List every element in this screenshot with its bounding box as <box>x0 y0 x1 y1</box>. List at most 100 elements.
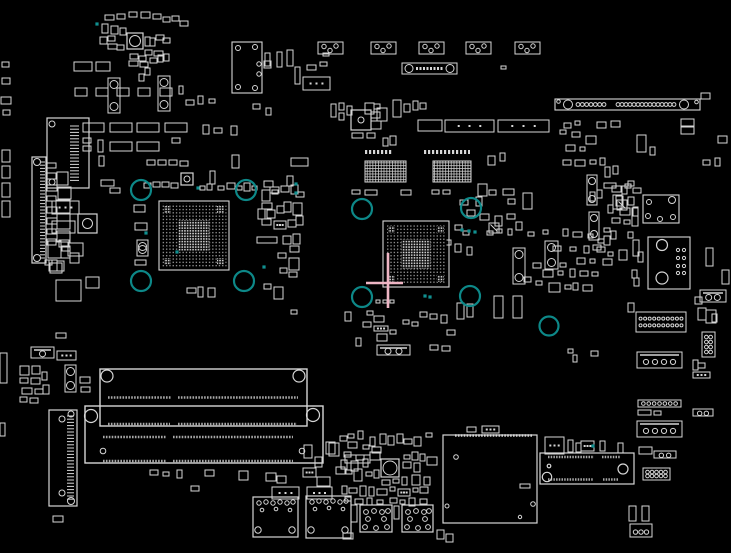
component-outline[interactable] <box>109 187 121 194</box>
slotted-component-outline[interactable] <box>692 371 711 379</box>
component-outline[interactable] <box>442 189 451 195</box>
component-outline[interactable] <box>627 231 634 239</box>
component-outline[interactable] <box>316 476 331 487</box>
component-outline[interactable] <box>522 192 533 210</box>
component-outline[interactable] <box>276 51 283 68</box>
component-outline[interactable] <box>493 295 504 319</box>
component-outline[interactable] <box>393 505 400 520</box>
component-outline[interactable] <box>197 286 204 298</box>
component-outline[interactable] <box>542 269 554 278</box>
component-outline[interactable] <box>128 11 138 18</box>
component-outline[interactable] <box>82 145 92 152</box>
component-outline[interactable] <box>162 16 171 23</box>
component-outline[interactable] <box>1 149 11 163</box>
capacitor-outline[interactable] <box>107 77 121 114</box>
component-outline[interactable] <box>95 87 109 97</box>
component-outline[interactable] <box>95 61 111 72</box>
component-outline[interactable] <box>55 332 67 339</box>
component-outline[interactable] <box>0 96 12 105</box>
component-outline[interactable] <box>29 397 39 404</box>
component-outline[interactable] <box>400 189 412 196</box>
qfn-ic-outline[interactable] <box>380 458 400 478</box>
component-outline[interactable] <box>97 139 104 153</box>
component-outline[interactable] <box>429 344 439 351</box>
component-outline[interactable] <box>46 162 57 169</box>
component-outline[interactable] <box>289 245 300 253</box>
component-outline[interactable] <box>178 85 184 95</box>
component-outline[interactable] <box>149 37 156 47</box>
component-outline[interactable] <box>116 44 125 51</box>
component-outline[interactable] <box>129 53 139 60</box>
component-outline[interactable] <box>353 468 363 482</box>
slotted-component-outline[interactable] <box>397 488 411 497</box>
component-outline[interactable] <box>69 252 80 264</box>
component-outline[interactable] <box>562 228 569 237</box>
component-outline[interactable] <box>454 224 463 231</box>
component-outline[interactable] <box>382 299 388 304</box>
component-outline[interactable] <box>575 442 582 453</box>
component-outline[interactable] <box>46 238 57 246</box>
qfn-ic-outline[interactable] <box>77 213 98 234</box>
component-outline[interactable] <box>366 310 374 316</box>
component-outline[interactable] <box>574 120 581 126</box>
component-outline[interactable] <box>109 122 133 133</box>
component-outline[interactable] <box>82 137 92 144</box>
circle-connector[interactable] <box>692 408 714 417</box>
bga-memory-footprint[interactable] <box>364 160 407 183</box>
component-outline[interactable] <box>157 159 167 166</box>
component-outline[interactable] <box>230 125 238 136</box>
component-outline[interactable] <box>466 209 476 217</box>
component-outline[interactable] <box>133 204 146 213</box>
component-outline[interactable] <box>589 159 597 165</box>
component-outline[interactable] <box>265 107 272 116</box>
component-outline[interactable] <box>371 446 382 454</box>
component-outline[interactable] <box>19 377 29 384</box>
component-outline[interactable] <box>107 43 118 50</box>
component-outline[interactable] <box>680 118 695 127</box>
circle-connector[interactable] <box>629 523 653 538</box>
component-outline[interactable] <box>417 119 443 132</box>
component-outline[interactable] <box>226 182 236 190</box>
component-outline[interactable] <box>369 436 376 447</box>
component-outline[interactable] <box>347 433 355 439</box>
component-outline[interactable] <box>413 462 421 473</box>
component-outline[interactable] <box>56 171 69 186</box>
component-outline[interactable] <box>149 469 159 476</box>
component-outline[interactable] <box>612 165 619 175</box>
component-outline[interactable] <box>631 269 638 279</box>
component-outline[interactable] <box>559 129 567 135</box>
component-outline[interactable] <box>515 221 523 231</box>
component-outline[interactable] <box>721 269 730 285</box>
component-outline[interactable] <box>564 284 572 290</box>
component-outline[interactable] <box>31 365 41 375</box>
component-outline[interactable] <box>144 49 153 56</box>
component-outline[interactable] <box>638 446 653 455</box>
slotted-component-outline[interactable] <box>302 467 317 478</box>
component-outline[interactable] <box>100 179 115 187</box>
component-outline[interactable] <box>582 284 593 292</box>
component-outline[interactable] <box>359 485 367 497</box>
component-outline[interactable] <box>209 170 216 185</box>
component-outline[interactable] <box>637 409 652 416</box>
component-outline[interactable] <box>206 183 213 191</box>
bga-chip-u2[interactable] <box>382 220 450 288</box>
slotted-component-outline[interactable] <box>51 200 80 215</box>
slot-connector[interactable] <box>401 62 458 75</box>
bga-memory-footprint[interactable] <box>432 160 472 183</box>
component-outline[interactable] <box>56 230 71 243</box>
dimm-slot-b[interactable] <box>84 405 324 464</box>
component-outline[interactable] <box>419 102 427 110</box>
component-outline[interactable] <box>649 146 656 156</box>
component-outline[interactable] <box>364 189 378 196</box>
component-outline[interactable] <box>338 102 345 111</box>
component-outline[interactable] <box>345 469 353 475</box>
component-outline[interactable] <box>389 135 397 146</box>
component-outline[interactable] <box>280 185 290 193</box>
component-outline[interactable] <box>46 172 57 180</box>
component-outline[interactable] <box>186 287 197 294</box>
component-outline[interactable] <box>389 486 396 492</box>
capacitor-outline[interactable] <box>588 211 600 241</box>
component-outline[interactable] <box>632 187 642 194</box>
component-outline[interactable] <box>283 201 292 213</box>
component-outline[interactable] <box>445 533 454 543</box>
